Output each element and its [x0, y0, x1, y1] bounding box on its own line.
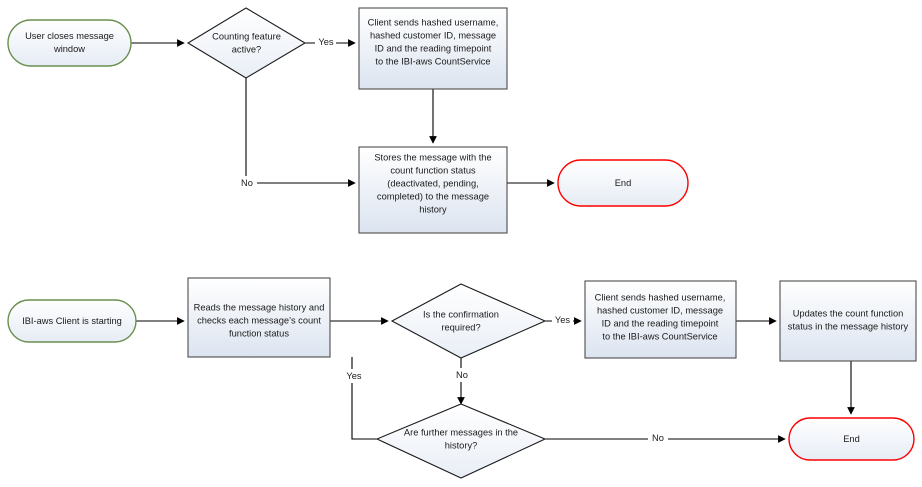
node-process-client-sends-top-line-1: hashed customer ID, message [370, 30, 496, 40]
node-process-updates-status-line-0: Updates the count function [793, 308, 904, 318]
node-process-reads-history-line-0: Reads the message history and [194, 302, 325, 312]
node-start-client-starting[interactable]: IBI-aws Client is starting [7, 299, 137, 343]
edge-label-counting-yes: Yes [318, 37, 334, 47]
edge-label-confirmation-yes: Yes [555, 315, 571, 325]
node-end-top-label: End [615, 178, 632, 188]
edge-label-counting-no: No [241, 178, 253, 188]
node-end-bottom-label: End [843, 434, 860, 444]
node-process-stores-message-line-2: (deactivated, pending, [387, 178, 479, 188]
edge-counting-no-to-stores: No [237, 78, 356, 190]
node-end-bottom[interactable]: End [788, 417, 915, 461]
node-process-reads-history[interactable]: Reads the message history and checks eac… [187, 277, 331, 358]
node-process-client-sends-bottom[interactable]: Client sends hashed username, hashed cus… [584, 280, 737, 359]
node-decision-confirmation[interactable]: Is the confirmation required? [390, 283, 547, 359]
node-decision-further-messages[interactable]: Are further messages in the history? [375, 403, 547, 479]
edge-further-no-to-end-bottom: No [545, 431, 786, 445]
node-decision-counting-line-1: active? [232, 44, 261, 54]
edge-counting-yes-to-client-sends: Yes [305, 35, 356, 49]
node-decision-confirmation-line-1: required? [441, 322, 480, 332]
node-process-stores-message-line-4: history [419, 204, 447, 214]
node-decision-confirmation-line-0: Is the confirmation [423, 309, 499, 319]
node-start-client-starting-label: IBI-aws Client is starting [22, 316, 122, 326]
edge-label-confirmation-no: No [456, 370, 468, 380]
node-process-reads-history-line-1: checks each message’s count [197, 315, 321, 325]
node-start-user-closes-line-1: window [53, 44, 85, 54]
node-process-client-sends-bottom-line-2: ID and the reading timepoint [602, 318, 719, 328]
node-start-user-closes-line-0: User closes message [25, 31, 114, 41]
edge-confirmation-no-to-further: No [452, 358, 472, 405]
node-process-client-sends-top-line-2: ID and the reading timepoint [375, 43, 492, 53]
node-process-stores-message[interactable]: Stores the message with the count functi… [358, 146, 508, 234]
node-process-client-sends-bottom-line-1: hashed customer ID, message [597, 305, 723, 315]
node-process-stores-message-line-1: count function status [390, 165, 476, 175]
node-process-client-sends-top-line-3: to the IBI-aws CountService [375, 56, 490, 66]
node-process-updates-status[interactable]: Updates the count function status in the… [779, 280, 917, 362]
node-decision-counting-line-0: Counting feature [212, 31, 281, 41]
edge-further-yes-loop-to-reads: Yes [343, 357, 377, 440]
node-process-client-sends-bottom-line-3: to the IBI-aws CountService [602, 331, 717, 341]
node-process-stores-message-line-3: completed) to the message [377, 191, 489, 201]
node-end-top[interactable]: End [557, 159, 689, 207]
node-process-reads-history-line-2: function status [229, 328, 289, 338]
node-process-client-sends-top[interactable]: Client sends hashed username, hashed cus… [358, 7, 508, 90]
node-start-user-closes[interactable]: User closes message window [7, 19, 132, 67]
node-decision-counting-feature[interactable]: Counting feature active? [186, 7, 307, 79]
node-process-updates-status-line-1: status in the message history [788, 321, 909, 331]
edge-label-further-no: No [652, 433, 664, 443]
node-process-client-sends-bottom-line-0: Client sends hashed username, [595, 292, 726, 302]
node-decision-further-line-1: history? [445, 440, 478, 450]
node-decision-further-line-0: Are further messages in the [404, 427, 518, 437]
node-process-stores-message-line-0: Stores the message with the [374, 152, 491, 162]
edge-label-further-yes: Yes [346, 371, 362, 381]
node-process-client-sends-top-line-0: Client sends hashed username, [368, 17, 499, 27]
edge-confirmation-yes-to-client-sends-bottom: Yes [545, 313, 582, 327]
